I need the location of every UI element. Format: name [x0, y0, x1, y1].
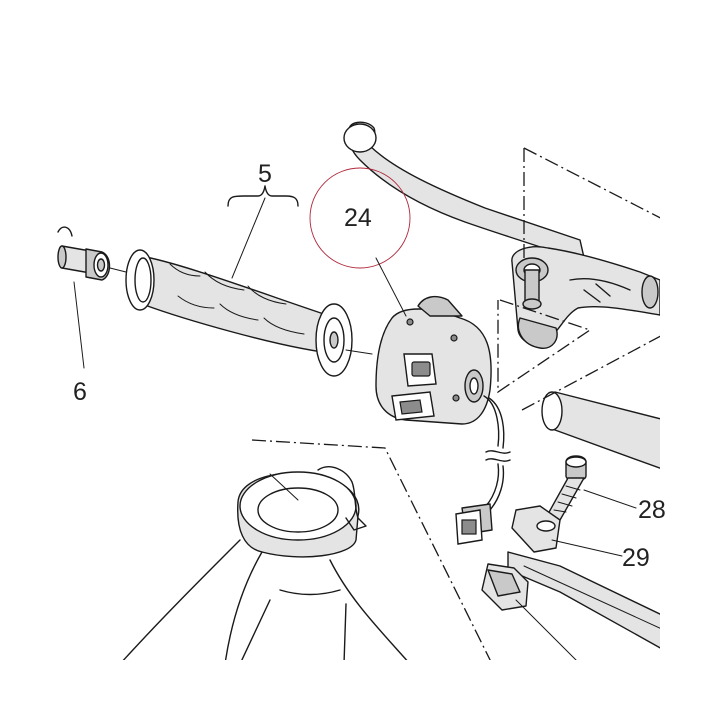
- label-clamp-29: 29: [622, 544, 650, 572]
- clamp-screw: [547, 455, 637, 521]
- label-switch-24: 24: [344, 204, 372, 232]
- end-bushing: [57, 226, 127, 369]
- highlight-circle: [309, 167, 411, 269]
- handlebar-mount: [122, 466, 408, 660]
- label-grip-5: 5: [258, 160, 272, 188]
- lever-bracket: [511, 246, 660, 349]
- handlebar-clamp: [481, 505, 660, 660]
- grip-brace: [227, 185, 299, 207]
- assembly-lines: [251, 147, 660, 660]
- handle-grip: [125, 185, 373, 377]
- switch-housing: [375, 257, 511, 545]
- brake-lever: [343, 121, 586, 263]
- handlebar-tube: [541, 391, 660, 469]
- label-screw-28: 28: [638, 496, 666, 524]
- label-bushing-6: 6: [73, 378, 87, 406]
